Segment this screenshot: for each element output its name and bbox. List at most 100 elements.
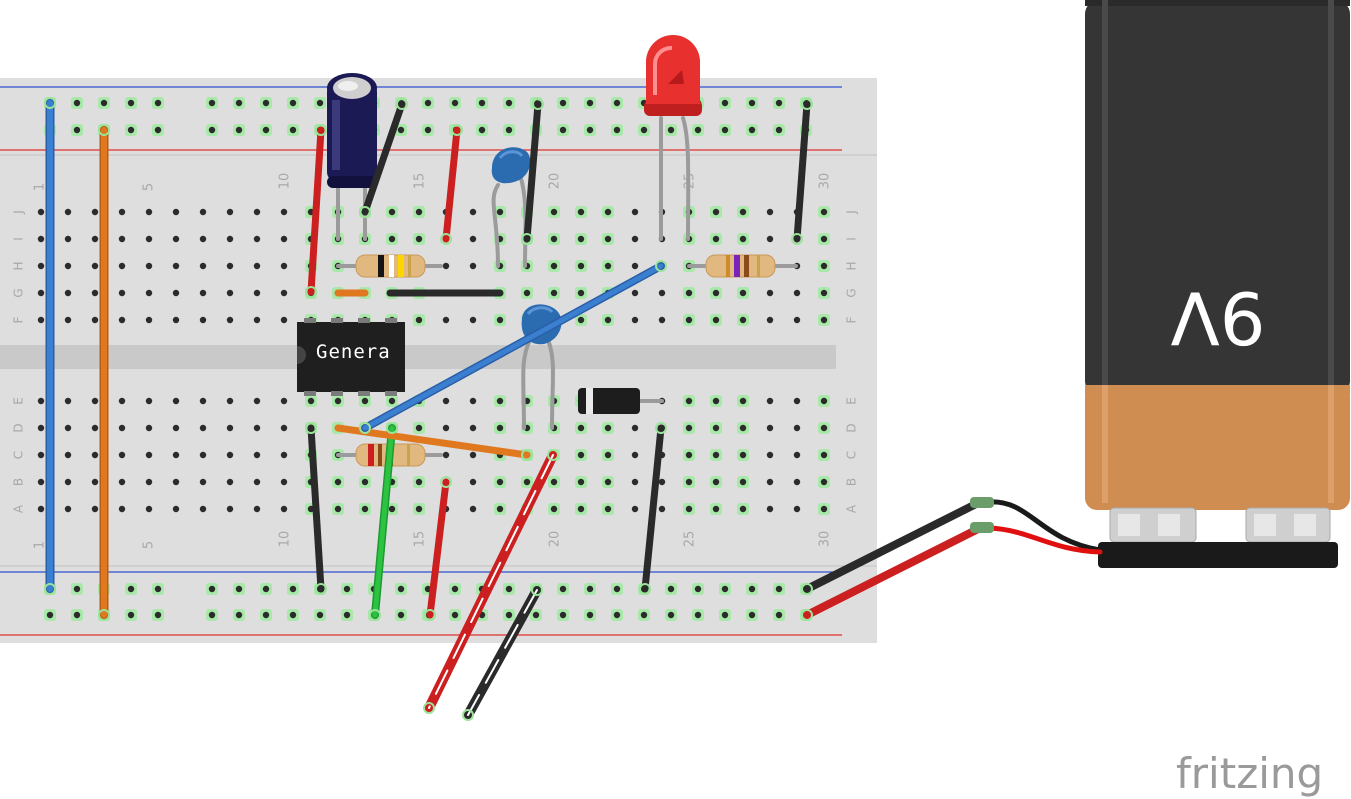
breadboard-hole[interactable] xyxy=(37,235,45,243)
breadboard-hole[interactable] xyxy=(712,505,720,513)
breadboard-hole[interactable] xyxy=(118,505,126,513)
breadboard-hole[interactable] xyxy=(343,611,351,619)
wire-red-2[interactable] xyxy=(442,126,461,243)
breadboard-hole[interactable] xyxy=(199,505,207,513)
breadboard-hole[interactable] xyxy=(469,397,477,405)
breadboard-hole[interactable] xyxy=(199,451,207,459)
wire-black-6[interactable] xyxy=(641,424,665,593)
breadboard-hole[interactable] xyxy=(793,289,801,297)
breadboard-hole[interactable] xyxy=(613,585,621,593)
breadboard-hole[interactable] xyxy=(316,99,324,107)
breadboard-hole[interactable] xyxy=(775,585,783,593)
breadboard-hole[interactable] xyxy=(199,424,207,432)
breadboard-hole[interactable] xyxy=(766,289,774,297)
breadboard-hole[interactable] xyxy=(199,289,207,297)
breadboard-hole[interactable] xyxy=(775,611,783,619)
breadboard-hole[interactable] xyxy=(658,316,666,324)
breadboard-hole[interactable] xyxy=(712,316,720,324)
wire-black-1[interactable] xyxy=(361,100,406,216)
breadboard-hole[interactable] xyxy=(289,611,297,619)
breadboard-hole[interactable] xyxy=(73,611,81,619)
breadboard-hole[interactable] xyxy=(739,235,747,243)
breadboard-hole[interactable] xyxy=(289,126,297,134)
breadboard-hole[interactable] xyxy=(766,451,774,459)
battery[interactable]: 9V xyxy=(1085,0,1350,568)
breadboard-hole[interactable] xyxy=(550,289,558,297)
breadboard-hole[interactable] xyxy=(37,289,45,297)
breadboard-hole[interactable] xyxy=(712,451,720,459)
breadboard-hole[interactable] xyxy=(172,262,180,270)
wire-black-3[interactable] xyxy=(793,100,811,243)
breadboard-hole[interactable] xyxy=(766,478,774,486)
breadboard-hole[interactable] xyxy=(64,262,72,270)
breadboard-hole[interactable] xyxy=(550,208,558,216)
breadboard-hole[interactable] xyxy=(397,126,405,134)
breadboard-hole[interactable] xyxy=(199,208,207,216)
breadboard-hole[interactable] xyxy=(442,424,450,432)
breadboard-hole[interactable] xyxy=(226,451,234,459)
breadboard-hole[interactable] xyxy=(694,585,702,593)
breadboard-hole[interactable] xyxy=(505,99,513,107)
breadboard-hole[interactable] xyxy=(559,585,567,593)
breadboard-hole[interactable] xyxy=(631,316,639,324)
breadboard-hole[interactable] xyxy=(523,289,531,297)
breadboard-hole[interactable] xyxy=(793,505,801,513)
breadboard-hole[interactable] xyxy=(685,478,693,486)
breadboard-hole[interactable] xyxy=(73,126,81,134)
breadboard-hole[interactable] xyxy=(91,289,99,297)
wire-red-1[interactable] xyxy=(307,126,325,296)
breadboard-hole[interactable] xyxy=(235,611,243,619)
breadboard-hole[interactable] xyxy=(820,478,828,486)
breadboard-hole[interactable] xyxy=(442,397,450,405)
breadboard-hole[interactable] xyxy=(91,316,99,324)
breadboard-hole[interactable] xyxy=(280,289,288,297)
breadboard-hole[interactable] xyxy=(766,397,774,405)
breadboard-hole[interactable] xyxy=(505,585,513,593)
breadboard-hole[interactable] xyxy=(253,289,261,297)
breadboard-hole[interactable] xyxy=(226,208,234,216)
breadboard-hole[interactable] xyxy=(316,611,324,619)
breadboard-hole[interactable] xyxy=(145,316,153,324)
breadboard-hole[interactable] xyxy=(424,99,432,107)
breadboard-hole[interactable] xyxy=(586,611,594,619)
resistor-top-2[interactable] xyxy=(705,254,776,278)
breadboard-hole[interactable] xyxy=(91,262,99,270)
breadboard-hole[interactable] xyxy=(280,478,288,486)
breadboard-hole[interactable] xyxy=(388,235,396,243)
breadboard-hole[interactable] xyxy=(739,397,747,405)
breadboard-hole[interactable] xyxy=(226,505,234,513)
breadboard-hole[interactable] xyxy=(631,262,639,270)
breadboard-hole[interactable] xyxy=(262,99,270,107)
wire-orange-diag[interactable] xyxy=(334,424,531,459)
breadboard-hole[interactable] xyxy=(172,505,180,513)
breadboard-hole[interactable] xyxy=(199,235,207,243)
breadboard-hole[interactable] xyxy=(712,424,720,432)
breadboard-hole[interactable] xyxy=(820,235,828,243)
breadboard-hole[interactable] xyxy=(721,585,729,593)
breadboard-hole[interactable] xyxy=(631,451,639,459)
breadboard-hole[interactable] xyxy=(64,208,72,216)
resistor-top-1[interactable] xyxy=(355,254,426,278)
breadboard-hole[interactable] xyxy=(631,235,639,243)
breadboard-hole[interactable] xyxy=(262,611,270,619)
battery-leads[interactable] xyxy=(801,497,1103,621)
breadboard-hole[interactable] xyxy=(739,289,747,297)
breadboard-hole[interactable] xyxy=(496,397,504,405)
breadboard-hole[interactable] xyxy=(604,262,612,270)
breadboard-hole[interactable] xyxy=(289,585,297,593)
breadboard-hole[interactable] xyxy=(748,126,756,134)
breadboard-hole[interactable] xyxy=(577,424,585,432)
breadboard-hole[interactable] xyxy=(712,289,720,297)
breadboard-hole[interactable] xyxy=(793,478,801,486)
breadboard-hole[interactable] xyxy=(253,397,261,405)
breadboard-hole[interactable] xyxy=(550,478,558,486)
breadboard-hole[interactable] xyxy=(289,99,297,107)
breadboard-hole[interactable] xyxy=(442,262,450,270)
breadboard-hole[interactable] xyxy=(685,289,693,297)
breadboard-hole[interactable] xyxy=(64,424,72,432)
breadboard-hole[interactable] xyxy=(118,478,126,486)
breadboard-hole[interactable] xyxy=(739,451,747,459)
breadboard-hole[interactable] xyxy=(721,99,729,107)
breadboard-hole[interactable] xyxy=(631,505,639,513)
breadboard-hole[interactable] xyxy=(604,316,612,324)
